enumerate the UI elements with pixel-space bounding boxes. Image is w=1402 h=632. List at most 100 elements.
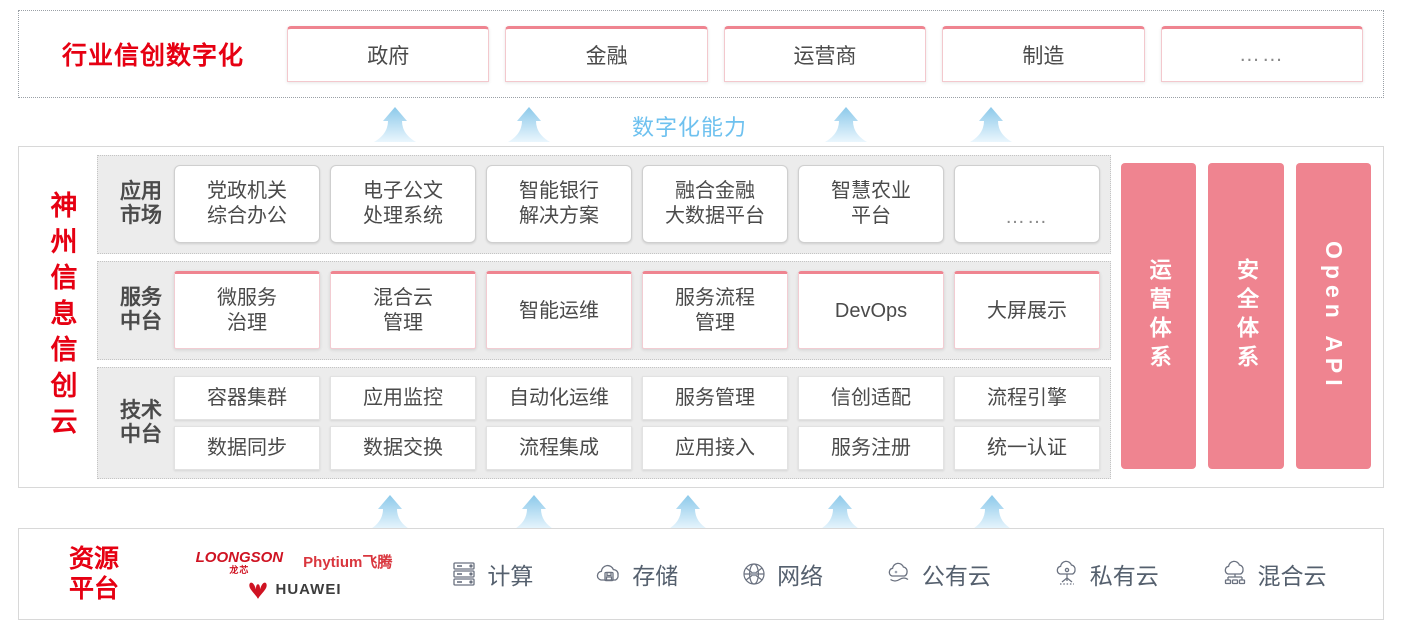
- app-cell-smart-bank[interactable]: 智能银行解决方案: [486, 165, 632, 244]
- up-arrow-icon: [818, 494, 862, 532]
- vendor-logo-row-1: LOONGSON 龙芯 Phytium飞腾: [196, 550, 393, 575]
- tech-cell-data-exchange[interactable]: 数据交换: [330, 426, 476, 470]
- resource-item-public-cloud[interactable]: 公有云: [884, 557, 991, 591]
- pillar-security-system[interactable]: 安全体系: [1208, 163, 1284, 469]
- resource-item-label: 私有云: [1089, 563, 1159, 589]
- tech-cell-app-monitoring[interactable]: 应用监控: [330, 376, 476, 420]
- resource-item-compute[interactable]: 计算: [449, 557, 533, 591]
- industry-tab-manufacturing[interactable]: 制造: [942, 26, 1145, 82]
- up-arrow-icon: [507, 106, 551, 144]
- svc-cell-intelligent-ops[interactable]: 智能运维: [486, 271, 632, 350]
- up-arrow-icon: [970, 494, 1014, 532]
- vendor-logo-list: LOONGSON 龙芯 Phytium飞腾 HUAWEI: [169, 550, 419, 599]
- huawei-logo-text: HUAWEI: [275, 581, 342, 598]
- industry-tab-finance[interactable]: 金融: [505, 26, 708, 82]
- capability-label: 数字化能力: [632, 115, 748, 140]
- up-arrow-icon: [824, 106, 868, 144]
- up-arrow-icon: [373, 106, 417, 144]
- tech-cell-unified-auth[interactable]: 统一认证: [954, 426, 1100, 470]
- app-market-cell-list: 党政机关综合办公 电子公文处理系统 智能银行解决方案 融合金融大数据平台 智慧农…: [174, 165, 1100, 244]
- resource-item-label: 公有云: [921, 563, 991, 589]
- layer-row-service-platform: 服务 中台 微服务治理 混合云管理 智能运维 服务流程管理 DevOps 大屏展…: [97, 260, 1111, 360]
- industry-tab-more[interactable]: ……: [1160, 26, 1364, 82]
- layer-stack: 应用 市场 党政机关综合办公 电子公文处理系统 智能银行解决方案 融合金融大数据…: [97, 155, 1111, 479]
- tech-cell-service-mgmt[interactable]: 服务管理: [642, 376, 788, 420]
- pillar-label: 运营体系: [1146, 258, 1172, 374]
- phytium-logo: Phytium飞腾: [303, 553, 393, 571]
- capability-arrow-strip-bottom: [18, 490, 1384, 532]
- service-platform-cell-list: 微服务治理 混合云管理 智能运维 服务流程管理 DevOps 大屏展示: [174, 271, 1100, 350]
- resource-item-label: 网络: [777, 563, 824, 589]
- svc-cell-devops[interactable]: DevOps: [798, 271, 944, 350]
- layer-row-app-market: 应用 市场 党政机关综合办公 电子公文处理系统 智能银行解决方案 融合金融大数据…: [97, 155, 1111, 254]
- layer-label-app-market: 应用 市场: [108, 180, 174, 228]
- private-cloud-icon: [1052, 559, 1082, 589]
- layer-label-line2: 中台: [120, 423, 162, 446]
- layer-label-line2: 市场: [120, 204, 162, 228]
- hybrid-cloud-icon: [1220, 559, 1250, 589]
- layer-label-line1: 技术: [120, 398, 162, 422]
- up-arrow-icon: [969, 106, 1013, 144]
- tech-cell-app-access[interactable]: 应用接入: [642, 426, 788, 470]
- capability-arrow-strip-top: 数字化能力: [18, 104, 1384, 144]
- resource-item-storage[interactable]: 存储: [594, 557, 678, 591]
- loongson-logo-subtext: 龙芯: [229, 564, 250, 575]
- svc-cell-microservice-governance[interactable]: 微服务治理: [174, 271, 320, 350]
- pillar-open-api[interactable]: Open API: [1295, 163, 1371, 469]
- up-arrow-icon: [368, 494, 412, 532]
- industry-tab-operator[interactable]: 运营商: [723, 26, 927, 82]
- app-cell-edoc-system[interactable]: 电子公文处理系统: [330, 165, 476, 244]
- pillar-list: 运营体系 安全体系 Open API: [1121, 155, 1371, 479]
- resource-item-label: 存储: [632, 563, 679, 589]
- layer-row-tech-platform: 技术 中台 容器集群 应用监控 自动化运维 服务管理 信创适配 流程引擎 数据同…: [97, 367, 1111, 479]
- layer-label-service-platform: 服务 中台: [108, 286, 174, 334]
- up-arrow-icon: [666, 494, 710, 532]
- tech-cell-process-integration[interactable]: 流程集成: [486, 426, 632, 470]
- svc-cell-hybrid-cloud-mgmt[interactable]: 混合云管理: [330, 271, 476, 350]
- server-icon: [449, 559, 479, 589]
- resource-platform-panel: 资源 平台 LOONGSON 龙芯 Phytium飞腾 HUAWEI: [18, 528, 1384, 620]
- cloud-platform-title: 神州信息信创云: [19, 147, 97, 487]
- loongson-logo-text: LOONGSON: [195, 548, 284, 566]
- industry-tab-government[interactable]: 政府: [287, 26, 490, 82]
- tech-cell-xinchuang-adaptation[interactable]: 信创适配: [798, 376, 944, 420]
- resource-item-hybrid-cloud[interactable]: 混合云: [1220, 557, 1327, 591]
- svc-cell-service-process-mgmt[interactable]: 服务流程管理: [642, 271, 788, 350]
- tech-cell-service-registry[interactable]: 服务注册: [798, 426, 944, 470]
- industry-band-title: 行业信创数字化: [61, 42, 244, 70]
- resource-item-list: 计算 存储: [419, 557, 1383, 591]
- resource-item-private-cloud[interactable]: 私有云: [1052, 557, 1159, 591]
- layer-label-line2: 中台: [120, 310, 162, 334]
- industry-band: 行业信创数字化 政府 金融 运营商 制造 ……: [18, 10, 1384, 98]
- vendor-logo-row-2: HUAWEI: [247, 581, 342, 599]
- app-cell-finance-bigdata[interactable]: 融合金融大数据平台: [642, 165, 788, 244]
- layer-label-line1: 服务: [120, 286, 162, 310]
- svc-cell-big-screen-display[interactable]: 大屏展示: [954, 271, 1100, 350]
- tech-platform-row-2: 数据同步 数据交换 流程集成 应用接入 服务注册 统一认证: [174, 426, 1100, 470]
- tech-cell-container-cluster[interactable]: 容器集群: [174, 376, 320, 420]
- tech-platform-cell-grid: 容器集群 应用监控 自动化运维 服务管理 信创适配 流程引擎 数据同步 数据交换…: [174, 376, 1100, 470]
- tech-cell-process-engine[interactable]: 流程引擎: [954, 376, 1100, 420]
- huawei-flower-icon: [247, 581, 269, 599]
- tech-cell-automated-ops[interactable]: 自动化运维: [486, 376, 632, 420]
- tech-cell-data-sync[interactable]: 数据同步: [174, 426, 320, 470]
- pillar-operations-system[interactable]: 运营体系: [1121, 163, 1197, 469]
- huawei-logo: HUAWEI: [247, 581, 342, 599]
- pillar-label: 安全体系: [1233, 258, 1259, 374]
- tech-platform-row-1: 容器集群 应用监控 自动化运维 服务管理 信创适配 流程引擎: [174, 376, 1100, 420]
- cloud-platform-panel: 神州信息信创云 应用 市场 党政机关综合办公 电子公文处理系统 智能银行解决方案…: [18, 146, 1384, 488]
- app-cell-gov-office[interactable]: 党政机关综合办公: [174, 165, 320, 244]
- resource-item-network[interactable]: 网络: [739, 557, 823, 591]
- loongson-logo: LOONGSON 龙芯: [196, 550, 284, 575]
- resource-title-line1: 资源: [68, 545, 119, 573]
- resource-title-line2: 平台: [68, 575, 119, 603]
- cloud-platform-title-text: 神州信息信创云: [46, 191, 77, 443]
- up-arrow-icon: [512, 494, 556, 532]
- storage-cloud-icon: [594, 559, 624, 589]
- app-cell-more[interactable]: ……: [954, 165, 1100, 244]
- layer-label-tech-platform: 技术 中台: [108, 399, 174, 447]
- public-cloud-icon: [884, 559, 914, 589]
- resource-item-label: 混合云: [1257, 563, 1327, 589]
- app-cell-smart-agriculture[interactable]: 智慧农业平台: [798, 165, 944, 244]
- cloud-platform-body: 应用 市场 党政机关综合办公 电子公文处理系统 智能银行解决方案 融合金融大数据…: [97, 147, 1383, 487]
